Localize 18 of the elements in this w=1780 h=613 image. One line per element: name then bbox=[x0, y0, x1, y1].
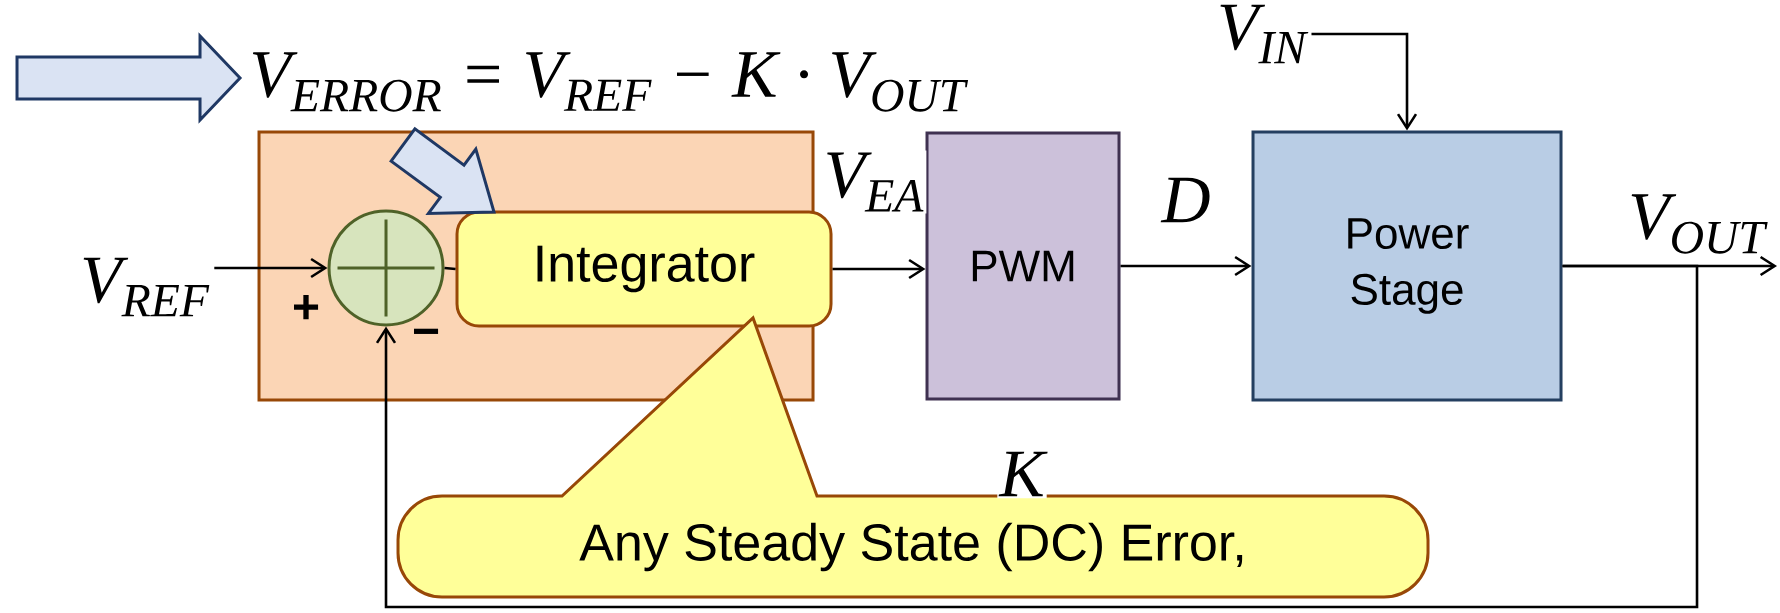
edge-label: D bbox=[1159, 175, 1213, 225]
summing-junction bbox=[327, 209, 445, 327]
arrow bbox=[832, 258, 926, 280]
edge-label: V$_{EA}$ bbox=[821, 150, 927, 214]
sign-label: + bbox=[294, 294, 319, 320]
arrow bbox=[1120, 255, 1252, 277]
power-stage-box: Power Stage bbox=[1251, 130, 1563, 402]
sign-label: − bbox=[414, 328, 439, 334]
arrow bbox=[1311, 32, 1418, 131]
edge-label: K bbox=[997, 449, 1048, 499]
edge-label: V$_{OUT}$ bbox=[1626, 192, 1768, 256]
signal-label: V$_{REF}$ bbox=[83, 257, 210, 317]
equation: V$_{ERROR}$ = V$_{REF}$ − K · V$_{OUT}$ bbox=[252, 52, 969, 112]
arrow bbox=[214, 257, 328, 279]
arrow bbox=[375, 264, 1699, 609]
block-arrow bbox=[15, 32, 243, 124]
signal-label: V$_{IN}$ bbox=[1220, 4, 1309, 64]
pwm-box: PWM bbox=[925, 131, 1121, 401]
